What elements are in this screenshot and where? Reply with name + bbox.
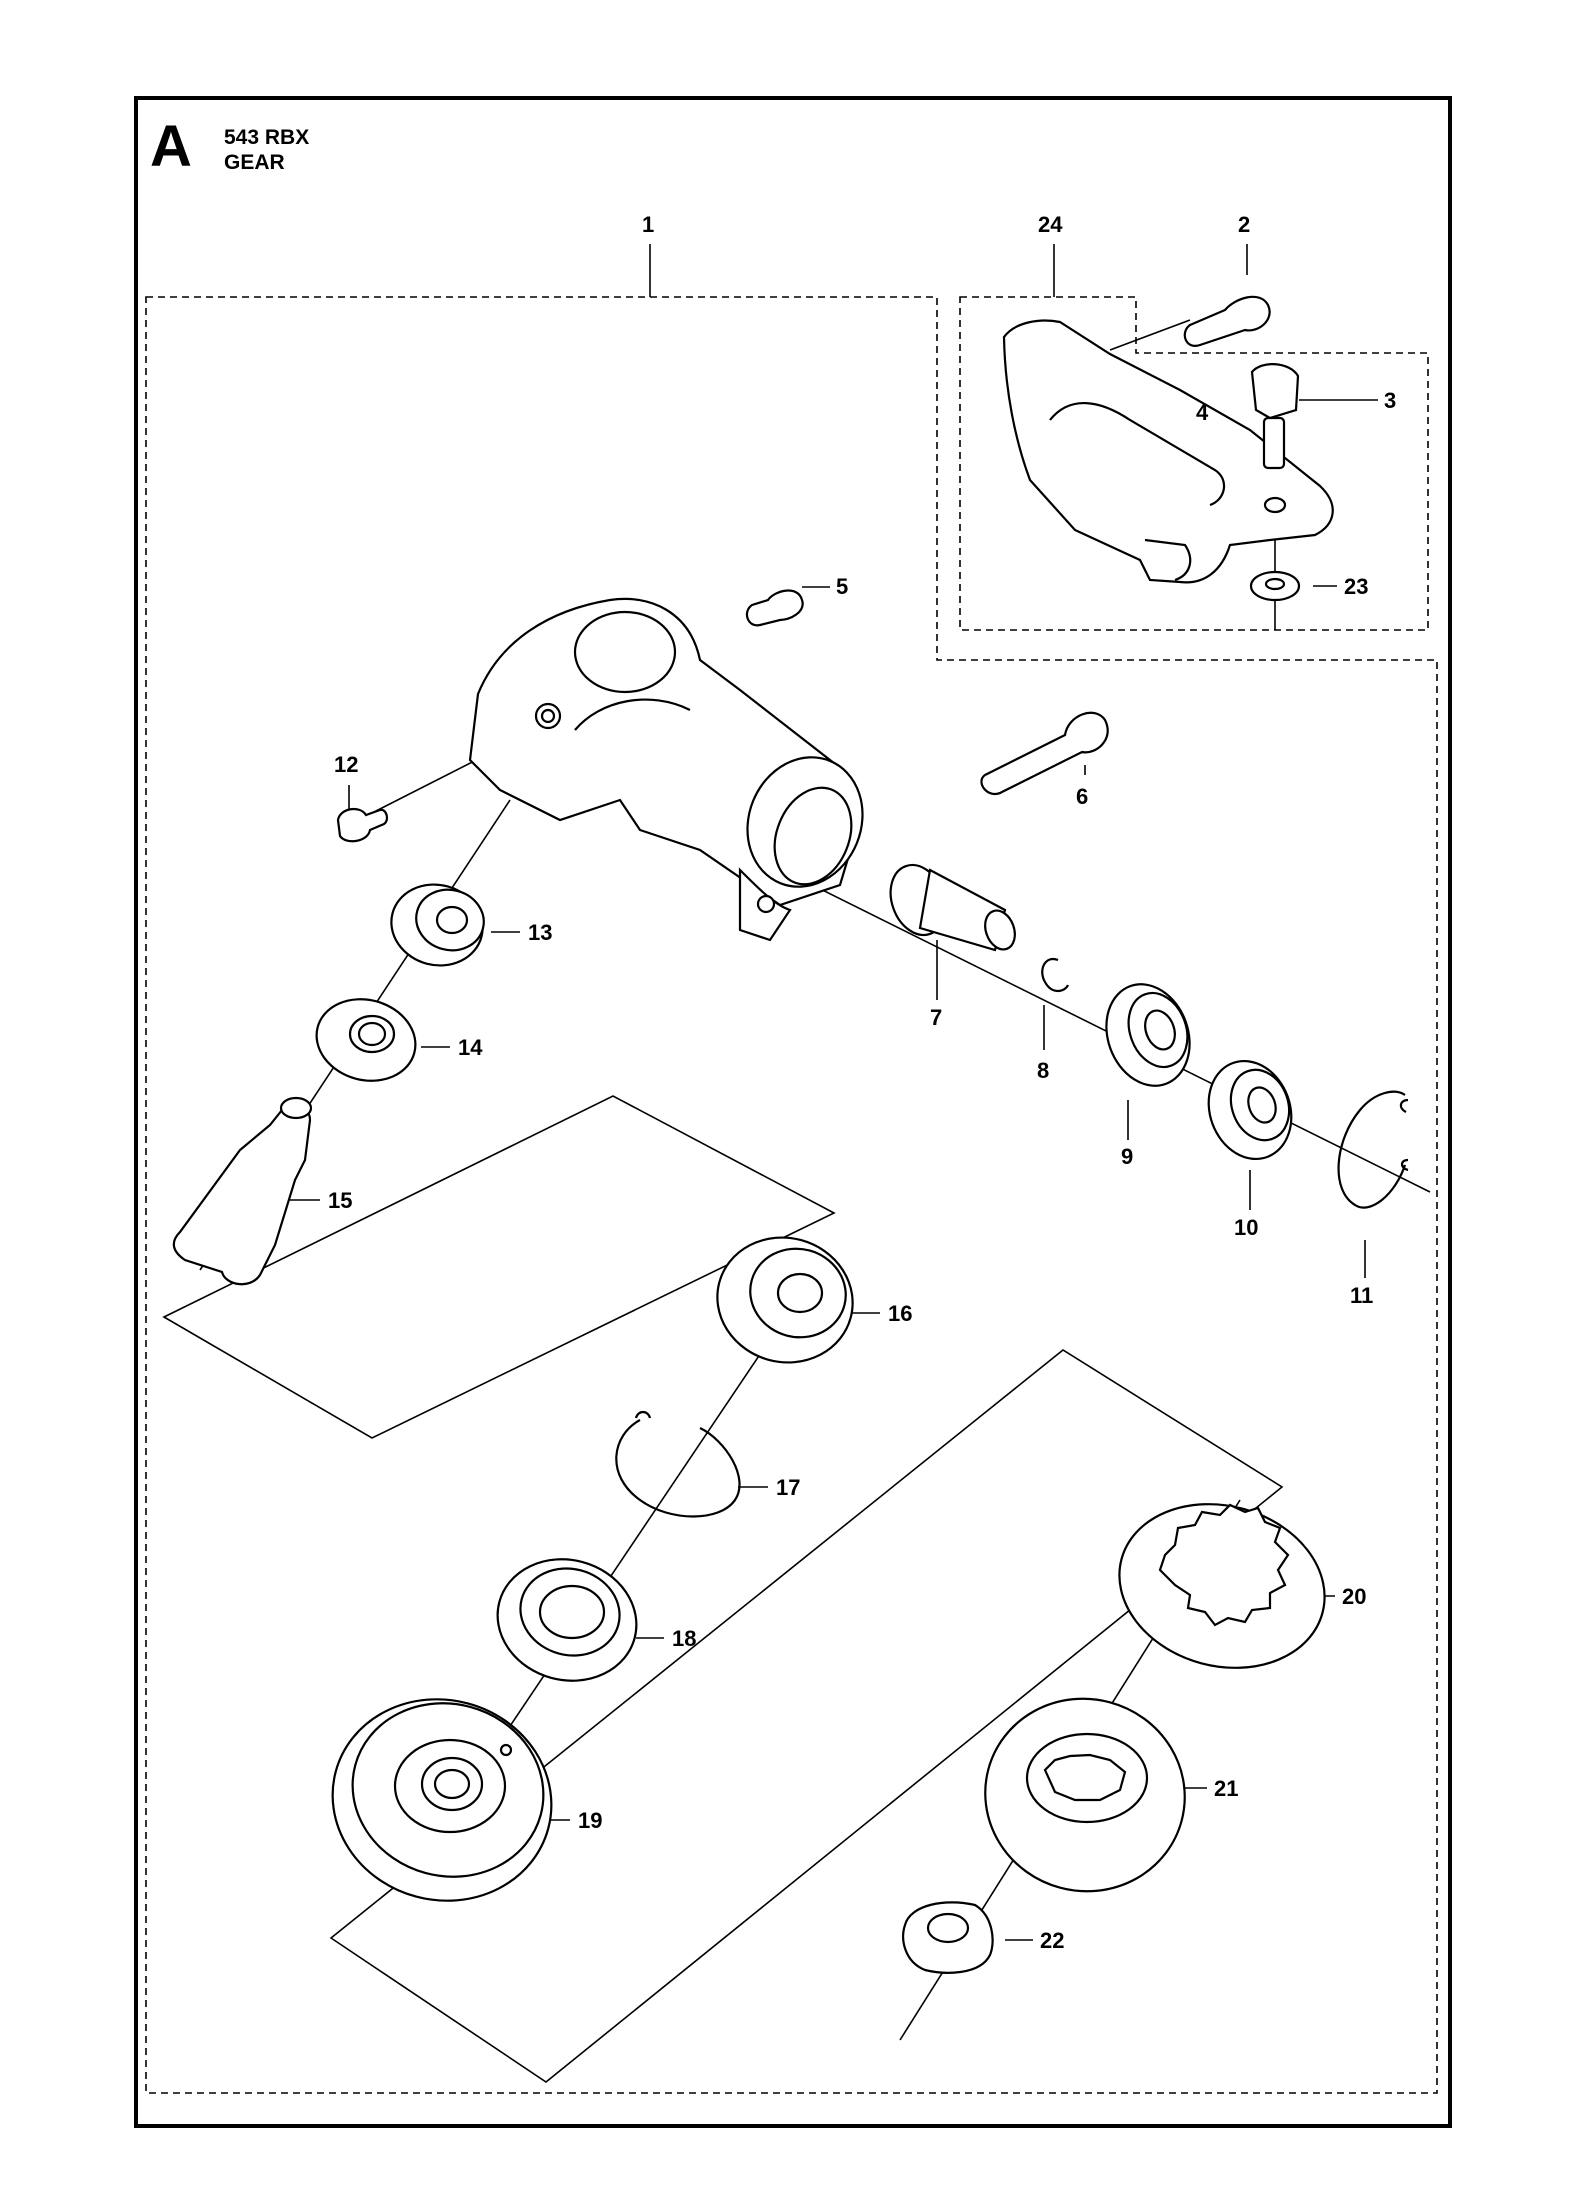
label-3: 3 xyxy=(1384,388,1396,413)
outer-frame xyxy=(134,96,1452,2128)
gear-housing xyxy=(468,597,864,942)
label-8: 8 xyxy=(1037,1058,1049,1083)
label-21: 21 xyxy=(1214,1776,1238,1801)
bearing-9 xyxy=(1105,983,1191,1087)
seal-14 xyxy=(315,998,417,1082)
lock-washer-20 xyxy=(1118,1503,1326,1669)
label-24: 24 xyxy=(1038,212,1063,237)
washer-23 xyxy=(1249,570,1301,602)
label-19: 19 xyxy=(578,1808,602,1833)
screw-5 xyxy=(745,589,804,627)
cover-plate xyxy=(1002,319,1334,584)
circlip-8 xyxy=(1041,957,1070,993)
bearing-10 xyxy=(1207,1059,1293,1161)
label-18: 18 xyxy=(672,1626,696,1651)
circlip-11 xyxy=(1337,1090,1409,1209)
nut-22 xyxy=(902,1901,994,1974)
label-5: 5 xyxy=(836,574,848,599)
subgroup-box-bearings xyxy=(162,1095,836,1439)
label-4: 4 xyxy=(1196,400,1209,425)
seal-18 xyxy=(496,1558,638,1682)
label-23: 23 xyxy=(1344,574,1368,599)
label-11: 11 xyxy=(1350,1283,1373,1308)
label-20: 20 xyxy=(1342,1584,1366,1609)
model-name: 543 RBX xyxy=(224,126,310,149)
label-16: 16 xyxy=(888,1301,912,1326)
label-15: 15 xyxy=(328,1188,352,1213)
label-12: 12 xyxy=(334,752,358,777)
label-10: 10 xyxy=(1234,1215,1258,1240)
bearing-16 xyxy=(716,1236,854,1364)
bevel-gear-19 xyxy=(331,1698,553,1902)
label-1: 1 xyxy=(642,212,654,237)
bearing-13 xyxy=(390,883,485,967)
diagram-title: GEAR xyxy=(224,151,285,174)
axis-screw-2 xyxy=(1109,319,1191,351)
subgroup-box-gear xyxy=(329,1349,1284,2083)
shaft-7 xyxy=(889,863,1016,952)
section-letter: A xyxy=(150,114,192,179)
label-17: 17 xyxy=(776,1475,800,1500)
label-9: 9 xyxy=(1121,1144,1133,1169)
label-13: 13 xyxy=(528,920,552,945)
thrust-washer-21 xyxy=(984,1697,1186,1893)
screw-6 xyxy=(980,711,1109,795)
label-7: 7 xyxy=(930,1005,942,1030)
screw-2 xyxy=(1183,295,1271,347)
screw-12 xyxy=(336,807,389,843)
label-14: 14 xyxy=(458,1035,483,1060)
axis-output-shaft xyxy=(751,854,1431,1193)
label-2: 2 xyxy=(1238,212,1250,237)
label-6: 6 xyxy=(1076,784,1088,809)
pin-3 xyxy=(1250,363,1300,470)
circlip-17 xyxy=(615,1410,741,1518)
input-shaft-15 xyxy=(172,1096,313,1286)
part-labels: 1 2 3 4 5 6 7 8 9 10 11 12 13 14 15 16 1… xyxy=(328,212,1396,1953)
label-22: 22 xyxy=(1040,1928,1064,1953)
